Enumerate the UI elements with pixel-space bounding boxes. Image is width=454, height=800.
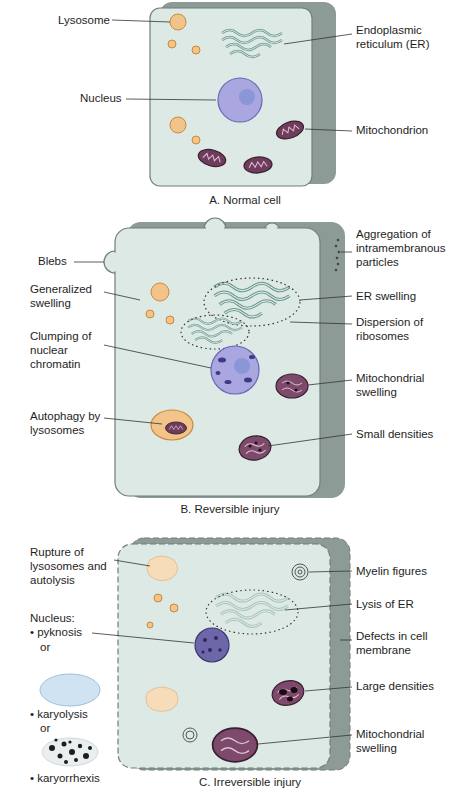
mitochondrion (274, 118, 306, 143)
structure-label: Mitochondrion (356, 124, 450, 138)
panel-caption: B. Reversible injury (140, 503, 320, 517)
change-label: Dispersion of ribosomes (356, 316, 450, 344)
karyolysis-nucleus (40, 674, 100, 706)
myelin-figure (183, 564, 308, 742)
swollen-er (181, 278, 300, 349)
change-label: ER swelling (356, 290, 450, 304)
connector-word: or (40, 722, 80, 736)
change-label: Mitochondrial swelling (356, 728, 450, 756)
leader-line (74, 20, 352, 744)
structure-label: Endoplasmic reticulum (ER) (356, 24, 450, 52)
lysed-er (206, 590, 298, 634)
swollen-mitochondrion (237, 374, 308, 463)
endoplasmic-reticulum (222, 30, 282, 57)
change-label: Rupture of lysosomes and autolysis (30, 546, 112, 587)
swollen-mitochondrion (213, 728, 258, 762)
ruptured-lysosome (146, 556, 178, 711)
change-label: Myelin figures (356, 565, 450, 579)
lysosome (168, 14, 200, 144)
structure-label: Nucleus (80, 92, 140, 106)
normal-cell (150, 2, 336, 186)
nucleus (218, 78, 262, 122)
change-label: • pyknosis (30, 626, 110, 640)
change-label: Nucleus: (30, 612, 110, 626)
change-label: • karyolysis (30, 708, 110, 722)
change-label: Blebs (38, 255, 98, 269)
irreversibly-injured-cell (118, 538, 350, 770)
connector-word: or (40, 641, 80, 655)
membrane-particles (335, 239, 341, 272)
change-label: Defects in cell membrane (356, 630, 450, 658)
change-label: Aggregation of intramembranous particles (356, 228, 450, 269)
change-label: Autophagy by lysosomes (30, 410, 108, 438)
panel-caption: A. Normal cell (170, 194, 320, 208)
panel-caption: C. Irreversible injury (150, 776, 350, 790)
mitochondrion-large-densities (269, 677, 306, 708)
pyknotic-nucleus (195, 628, 229, 662)
change-label: Mitochondrial swelling (356, 372, 450, 400)
autophagic-vacuole (151, 410, 193, 440)
nucleus (211, 346, 259, 394)
change-label: Small densities (356, 428, 450, 442)
structure-label: Lysosome (58, 14, 138, 28)
change-label: • karyorrhexis (30, 772, 120, 786)
lysosome (146, 283, 174, 324)
change-label: Clumping of nuclear chromatin (30, 330, 108, 371)
mitochondrion (243, 156, 272, 174)
mitochondrion (196, 147, 227, 170)
change-label: Large densities (356, 680, 450, 694)
karyorrhexis-nucleus (42, 738, 98, 766)
change-label: Lysis of ER (356, 598, 450, 612)
change-label: Generalized swelling (30, 283, 108, 311)
reversibly-injured-cell (104, 218, 345, 498)
